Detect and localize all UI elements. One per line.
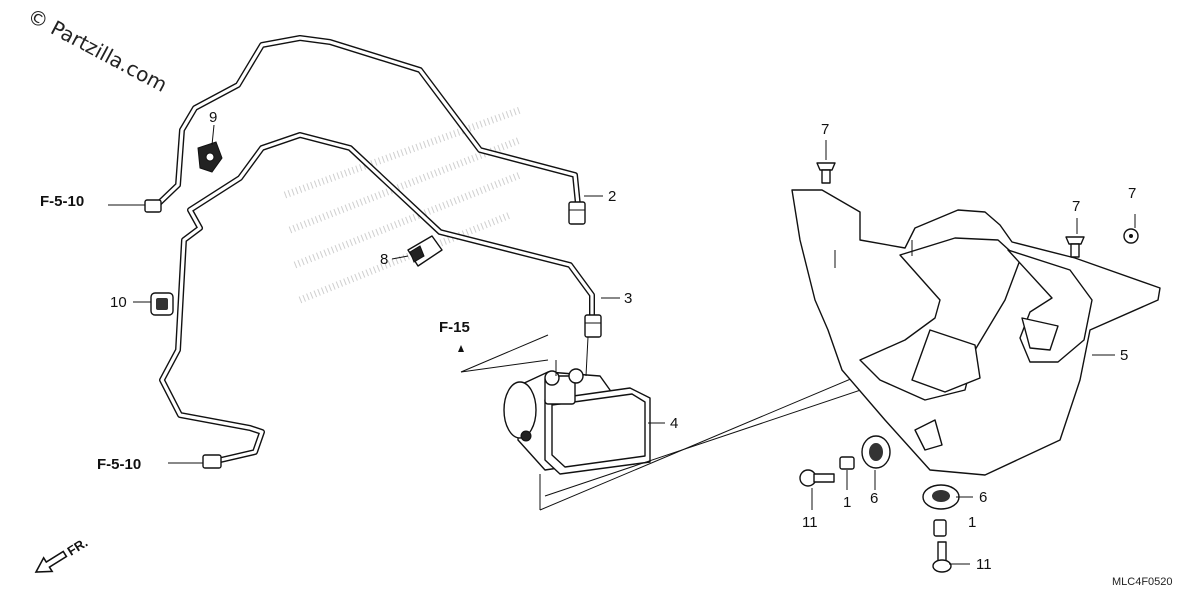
callout-6-lower: 6 (979, 489, 987, 506)
abs-modulator-part-4[interactable] (503, 336, 651, 475)
collar-part-1-upper[interactable] (839, 456, 855, 470)
callout-7-right: 7 (1128, 185, 1136, 202)
front-label: FR. (65, 535, 91, 559)
f15-pointer-lines (458, 334, 549, 373)
abs-bracket-part-5[interactable] (791, 189, 1161, 476)
pipe-joint-3 (584, 314, 602, 338)
callout-10: 10 (110, 294, 127, 311)
callout-9: 9 (209, 109, 217, 126)
callout-1-upper: 1 (843, 494, 851, 511)
pipe-fitting-upper-left (144, 199, 162, 213)
diagram-code: MLC4F0520 (1112, 576, 1173, 588)
ref-f5-10-upper[interactable]: F-5-10 (40, 193, 84, 210)
callout-1-lower: 1 (968, 514, 976, 531)
ref-f15[interactable]: F-15 (439, 319, 470, 336)
callout-7-middle: 7 (1072, 198, 1080, 215)
callout-7-top: 7 (821, 121, 829, 138)
bolt-part-11-upper[interactable] (799, 469, 835, 487)
grommet-part-6-upper[interactable] (861, 435, 891, 469)
brake-pipe-lower[interactable] (159, 132, 595, 465)
callout-leaders (108, 124, 1136, 565)
pipe-fitting-lower-left (202, 454, 222, 469)
bolt-part-7-middle[interactable] (1065, 236, 1085, 258)
bolt-part-7-top[interactable] (816, 162, 836, 184)
callout-6-upper: 6 (870, 490, 878, 507)
collar-part-1-lower[interactable] (933, 519, 947, 537)
pipe-joint-2 (568, 201, 586, 225)
callout-5: 5 (1120, 347, 1128, 364)
grommet-part-10[interactable] (150, 292, 174, 316)
grommet-part-6-lower[interactable] (922, 484, 960, 510)
background-shading (283, 106, 522, 304)
front-direction-arrow: FR. (34, 535, 91, 573)
callout-4: 4 (670, 415, 678, 432)
callout-8: 8 (380, 251, 388, 268)
watermark: © Partzilla.com (24, 3, 172, 97)
washer-part-7-right[interactable] (1123, 228, 1139, 244)
callout-11-lower: 11 (976, 556, 992, 573)
callout-3: 3 (624, 290, 632, 307)
pipe-clip-part-8[interactable] (407, 235, 443, 267)
pipe-clamp-part-9[interactable] (197, 141, 223, 173)
callout-2: 2 (608, 188, 616, 205)
ref-f5-10-lower[interactable]: F-5-10 (97, 456, 141, 473)
bolt-part-11-lower[interactable] (932, 541, 952, 573)
callout-11-upper: 11 (802, 514, 818, 531)
brake-pipe-upper[interactable] (152, 35, 581, 210)
